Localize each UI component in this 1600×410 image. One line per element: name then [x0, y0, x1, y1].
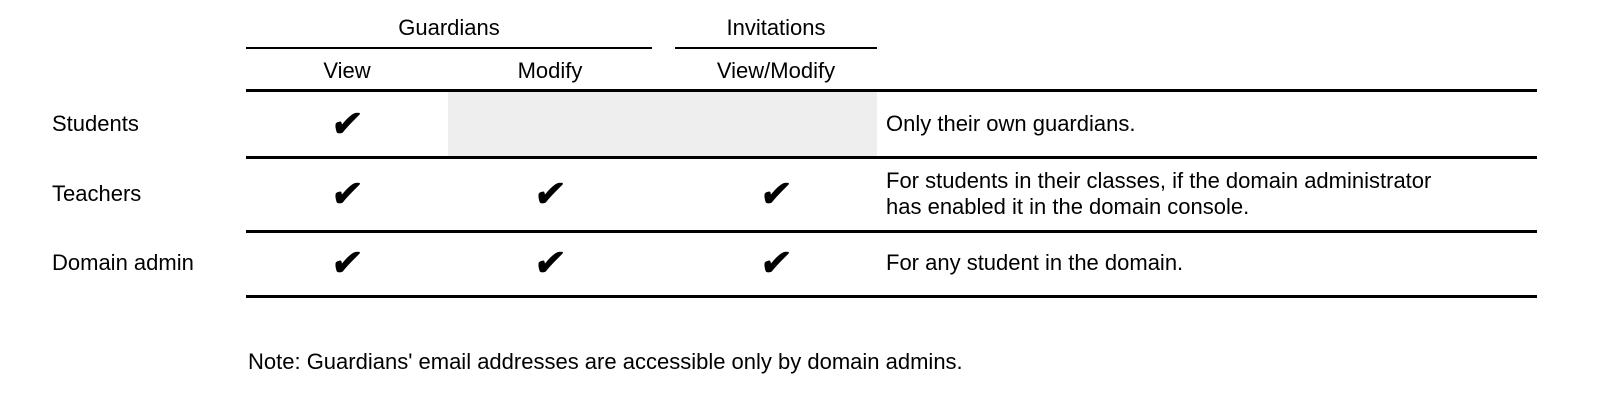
note-domain-admin-line: For any student in the domain.: [886, 250, 1184, 275]
note-students: Only their own guardians.: [886, 111, 1546, 137]
check-icon-domain-admin-view-modify: ✔: [758, 242, 795, 283]
students-disabled-cells-shading: [448, 92, 877, 156]
row-label-students: Students: [52, 111, 139, 136]
bottom-rule: [246, 295, 1537, 298]
check-icon-teachers-view: ✔: [329, 173, 366, 214]
teachers-row-rule: [246, 230, 1537, 233]
guardians-underline: [246, 47, 652, 49]
note-teachers-line-2: has enabled it in the domain console.: [886, 194, 1250, 219]
header-rule: [246, 89, 1537, 92]
check-icon-domain-admin-view: ✔: [329, 242, 366, 283]
column-header-modify: Modify: [517, 58, 583, 83]
check-icon-teachers-modify: ✔: [532, 173, 569, 214]
column-header-view-modify: View/Modify: [716, 58, 836, 83]
invitations-underline: [675, 47, 877, 49]
column-group-guardians: Guardians: [398, 15, 500, 40]
row-label-domain-admin: Domain admin: [52, 250, 194, 275]
footnote: Note: Guardians' email addresses are acc…: [248, 349, 963, 374]
check-icon-students-view: ✔: [329, 103, 366, 144]
column-group-invitations: Invitations: [726, 15, 826, 40]
check-icon-teachers-view-modify: ✔: [758, 173, 795, 214]
check-icon-domain-admin-modify: ✔: [532, 242, 569, 283]
note-students-line: Only their own guardians.: [886, 111, 1136, 136]
column-header-view: View: [323, 58, 371, 83]
students-row-rule: [246, 156, 1537, 159]
note-teachers: For students in their classes, if the do…: [886, 168, 1546, 220]
note-teachers-line-1: For students in their classes, if the do…: [886, 168, 1432, 193]
row-label-teachers: Teachers: [52, 181, 142, 206]
note-domain-admin: For any student in the domain.: [886, 250, 1546, 276]
